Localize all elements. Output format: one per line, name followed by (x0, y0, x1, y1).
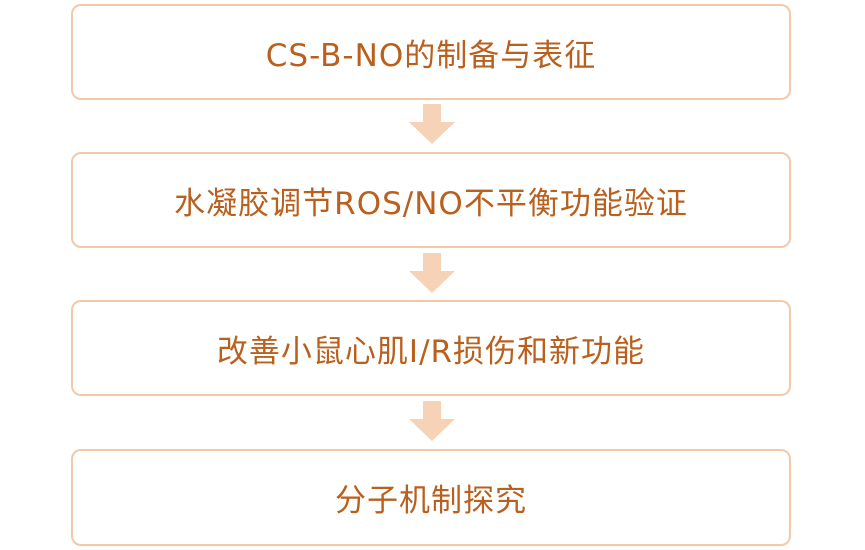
step-label: 水凝胶调节ROS/NO不平衡功能验证 (174, 185, 688, 222)
down-arrow-icon (409, 104, 455, 144)
step-box-mechanism: 分子机制探究 (71, 449, 791, 546)
step-box-preparation: CS-B-NO的制备与表征 (71, 4, 791, 100)
step-label: 改善小鼠心肌I/R损伤和新功能 (216, 333, 646, 370)
down-arrow-icon (409, 401, 455, 441)
down-arrow-icon (409, 253, 455, 293)
step-label: 分子机制探究 (335, 483, 527, 519)
step-label: CS-B-NO的制备与表征 (265, 37, 597, 74)
step-box-improvement: 改善小鼠心肌I/R损伤和新功能 (71, 300, 791, 396)
step-box-verification: 水凝胶调节ROS/NO不平衡功能验证 (71, 152, 791, 248)
